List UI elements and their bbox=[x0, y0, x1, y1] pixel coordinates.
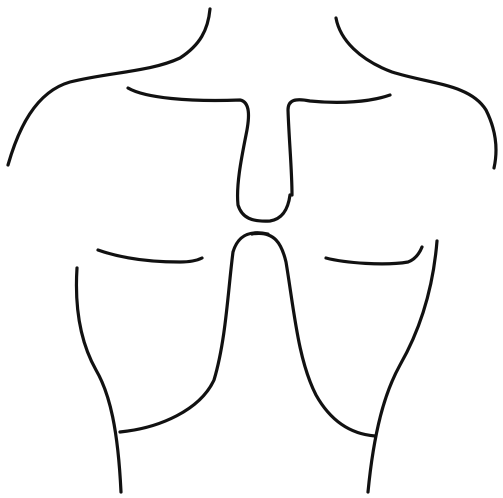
left-torso-side-line bbox=[76, 268, 121, 492]
left-midline-lower-line bbox=[120, 233, 268, 432]
left-neck-shoulder-line bbox=[8, 9, 210, 165]
right-neck-shoulder-line bbox=[336, 18, 496, 168]
right-pectoral-line bbox=[326, 247, 422, 264]
left-clavicle-sternum-line bbox=[128, 88, 290, 221]
left-pectoral-line bbox=[98, 250, 202, 262]
right-torso-side-line bbox=[368, 241, 437, 492]
right-clavicle-sternum-line bbox=[288, 95, 390, 195]
